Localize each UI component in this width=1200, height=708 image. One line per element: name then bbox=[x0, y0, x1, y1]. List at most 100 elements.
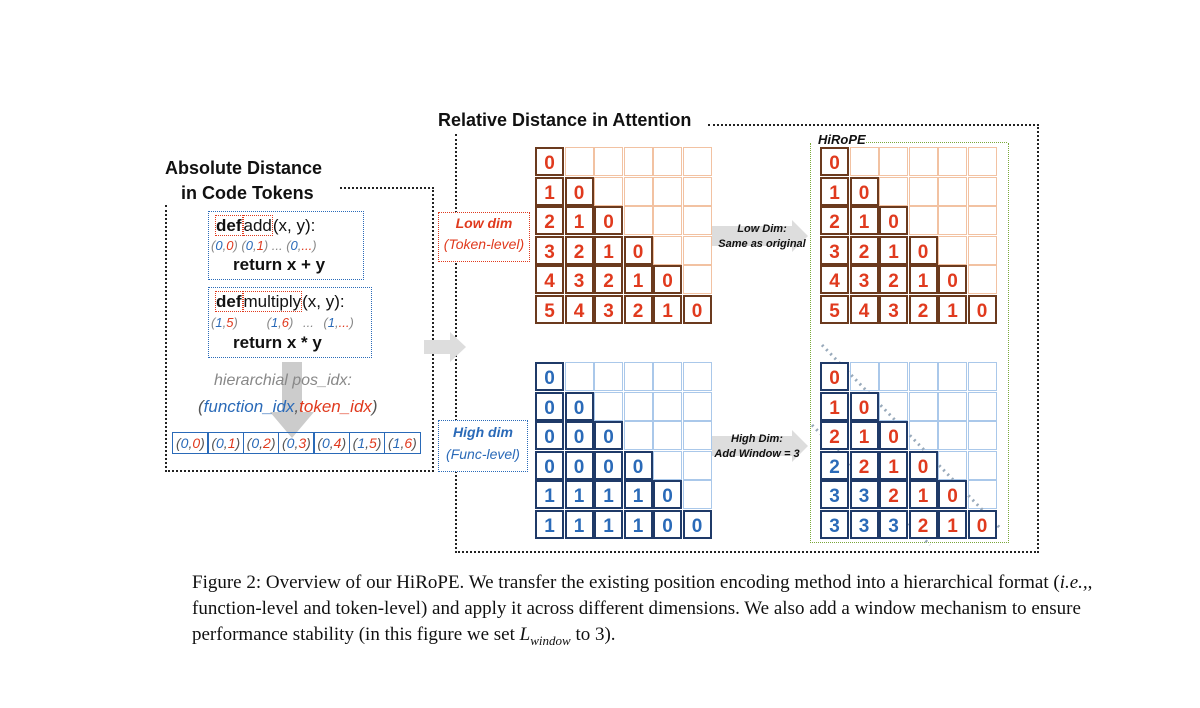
matrix-cell: 1 bbox=[820, 176, 849, 206]
return-line: return x * y bbox=[233, 333, 322, 352]
pos-idx-row: (1,5) (1,6) ... (1,...) bbox=[211, 315, 354, 330]
matrix-empty-cell bbox=[623, 176, 653, 206]
right-arrow-icon bbox=[424, 332, 466, 362]
hirope-box bbox=[810, 143, 1009, 543]
matrix-empty-cell bbox=[594, 176, 623, 206]
hirope-label: HiRoPE bbox=[818, 132, 866, 147]
matrix-cell: 2 bbox=[820, 450, 849, 480]
right-frame bbox=[708, 124, 1039, 553]
matrix-cell: 0 bbox=[594, 421, 623, 450]
matrix-cell: 3 bbox=[849, 509, 879, 539]
matrix-cell: 0 bbox=[535, 147, 564, 176]
matrix-empty-cell bbox=[908, 391, 938, 421]
token-index-cell: (1,6) bbox=[383, 432, 421, 454]
matrix-empty-cell bbox=[908, 176, 938, 206]
left-frame bbox=[165, 205, 434, 472]
matrix-cell: 2 bbox=[820, 421, 849, 450]
matrix-cell: 0 bbox=[564, 391, 594, 421]
matrix-empty-cell bbox=[682, 450, 712, 480]
matrix-cell: 2 bbox=[564, 235, 594, 265]
matrix-empty-cell bbox=[564, 362, 594, 391]
matrix-empty-cell bbox=[653, 206, 682, 235]
matrix-cell: 0 bbox=[938, 480, 967, 509]
matrix-cell: 1 bbox=[938, 509, 967, 539]
matrix-cell: 4 bbox=[849, 294, 879, 324]
matrix-cell: 0 bbox=[535, 421, 564, 450]
high-dim-label: High dim(Func-level) bbox=[438, 420, 528, 472]
token-index-cell: (1,5) bbox=[348, 432, 386, 454]
matrix-cell: 5 bbox=[535, 294, 564, 324]
matrix-empty-cell bbox=[967, 421, 997, 450]
matrix-empty-cell bbox=[653, 450, 682, 480]
matrix-cell: 1 bbox=[535, 509, 564, 539]
matrix-empty-cell bbox=[908, 362, 938, 391]
high-dim-arrow-label: High Dim:Add Window = 3 bbox=[714, 433, 800, 460]
matrix-cell: 0 bbox=[908, 235, 938, 265]
matrix-cell: 3 bbox=[594, 294, 623, 324]
matrix-cell: 5 bbox=[820, 294, 849, 324]
matrix-cell: 1 bbox=[564, 206, 594, 235]
left-frame-top bbox=[340, 187, 434, 472]
hirope-box-top bbox=[866, 142, 1007, 143]
matrix-empty-cell bbox=[653, 147, 682, 176]
matrix-empty-cell bbox=[967, 176, 997, 206]
left-title-line1: Absolute Distance bbox=[165, 158, 323, 178]
function-args: (x, y): bbox=[272, 216, 316, 235]
matrix-cell: 2 bbox=[908, 294, 938, 324]
matrix-empty-cell bbox=[849, 147, 879, 176]
matrix-cell: 0 bbox=[682, 509, 712, 539]
high-dim-arrow-icon bbox=[712, 430, 808, 462]
matrix-empty-cell bbox=[879, 176, 908, 206]
matrix-cell: 1 bbox=[594, 509, 623, 539]
matrix-empty-cell bbox=[623, 391, 653, 421]
matrix-cell: 3 bbox=[879, 294, 908, 324]
matrix-cell: 1 bbox=[908, 480, 938, 509]
token-index-cell: (0,0) bbox=[172, 432, 209, 454]
matrix-cell: 2 bbox=[594, 265, 623, 294]
matrix-empty-cell bbox=[682, 421, 712, 450]
matrix-cell: 1 bbox=[535, 176, 564, 206]
matrix-empty-cell bbox=[682, 206, 712, 235]
matrix-empty-cell bbox=[879, 362, 908, 391]
matrix-cell: 0 bbox=[879, 206, 908, 235]
matrix-empty-cell bbox=[682, 265, 712, 294]
matrix-cell: 0 bbox=[967, 294, 997, 324]
matrix-empty-cell bbox=[653, 362, 682, 391]
low-dim-arrow-icon bbox=[712, 220, 808, 252]
matrix-cell: 4 bbox=[820, 265, 849, 294]
matrix-empty-cell bbox=[653, 235, 682, 265]
keyword-def: def bbox=[215, 215, 243, 236]
matrix-cell: 1 bbox=[564, 480, 594, 509]
matrix-cell: 4 bbox=[564, 294, 594, 324]
matrix-empty-cell bbox=[682, 176, 712, 206]
token-index-cell: (0,2) bbox=[242, 432, 280, 454]
matrix-empty-cell bbox=[908, 206, 938, 235]
matrix-cell: 4 bbox=[535, 265, 564, 294]
matrix-cell: 2 bbox=[849, 235, 879, 265]
matrix-cell: 2 bbox=[820, 206, 849, 235]
matrix-empty-cell bbox=[967, 362, 997, 391]
matrix-cell: 1 bbox=[535, 480, 564, 509]
matrix-cell: 3 bbox=[820, 480, 849, 509]
matrix-empty-cell bbox=[879, 147, 908, 176]
matrix-cell: 0 bbox=[623, 235, 653, 265]
matrix-empty-cell bbox=[967, 147, 997, 176]
matrix-cell: 0 bbox=[564, 421, 594, 450]
matrix-cell: 3 bbox=[820, 235, 849, 265]
matrix-empty-cell bbox=[908, 147, 938, 176]
matrix-empty-cell bbox=[682, 391, 712, 421]
return-line: return x + y bbox=[233, 255, 326, 274]
matrix-cell: 3 bbox=[849, 265, 879, 294]
matrix-cell: 0 bbox=[908, 450, 938, 480]
hier-pos-label: hierarchial pos_idx: bbox=[214, 372, 352, 389]
matrix-empty-cell bbox=[938, 176, 967, 206]
matrix-empty-cell bbox=[967, 206, 997, 235]
matrix-cell: 0 bbox=[535, 362, 564, 391]
matrix-cell: 1 bbox=[849, 421, 879, 450]
matrix-cell: 1 bbox=[623, 480, 653, 509]
matrix-cell: 1 bbox=[623, 265, 653, 294]
matrix-cell: 0 bbox=[820, 147, 849, 176]
matrix-cell: 1 bbox=[820, 391, 849, 421]
matrix-empty-cell bbox=[938, 421, 967, 450]
